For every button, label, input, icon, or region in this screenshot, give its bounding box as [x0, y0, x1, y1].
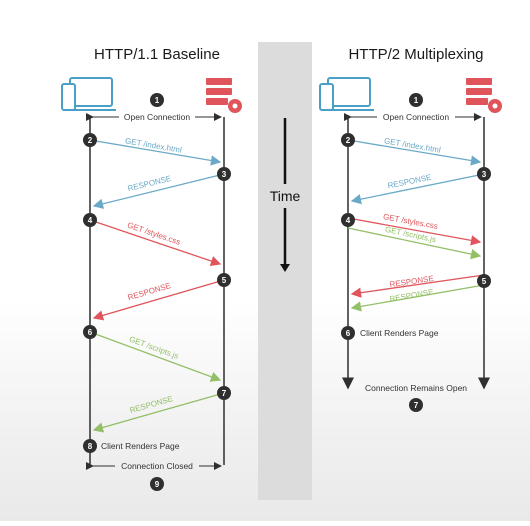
laptop-phone-icon — [61, 77, 116, 111]
left-title: HTTP/1.1 Baseline — [94, 46, 220, 63]
svg-text:2: 2 — [88, 136, 93, 145]
msg-arrow — [92, 279, 225, 321]
msg-arrow — [92, 173, 225, 209]
msg-arrow — [92, 392, 225, 433]
msg-label: RESPONSE — [389, 287, 434, 303]
msg-arrow — [89, 331, 222, 382]
msg-label: RESPONSE — [129, 394, 174, 415]
msg-arrow — [350, 274, 485, 298]
right-panel: HTTP/2 Multiplexing 1 Open Connection GE… — [319, 46, 502, 412]
msg-label: GET /scripts.js — [128, 335, 180, 361]
laptop-phone-icon — [319, 77, 374, 111]
svg-text:8: 8 — [88, 442, 93, 451]
right-title: HTTP/2 Multiplexing — [348, 46, 483, 63]
msg-label: RESPONSE — [127, 281, 172, 302]
open-connection-label: Open Connection — [124, 112, 190, 122]
svg-text:3: 3 — [222, 170, 227, 179]
svg-text:6: 6 — [88, 328, 93, 337]
msg-label: GET /index.html — [124, 136, 182, 154]
svg-text:4: 4 — [88, 216, 93, 225]
msg-arrow — [347, 139, 482, 166]
svg-text:9: 9 — [155, 480, 160, 489]
svg-text:2: 2 — [346, 136, 351, 145]
step-badges: 2 3 4 5 6 7 — [341, 133, 491, 412]
msg-arrow — [347, 227, 482, 260]
open-connection-label: Open Connection — [383, 112, 449, 122]
msg-arrow — [350, 284, 485, 312]
svg-text:5: 5 — [222, 276, 227, 285]
connection-closed-label: Connection Closed — [121, 461, 193, 471]
svg-text:6: 6 — [346, 329, 351, 338]
svg-text:7: 7 — [414, 401, 419, 410]
msg-label: RESPONSE — [387, 173, 432, 191]
svg-text:7: 7 — [222, 389, 227, 398]
time-label: Time — [270, 188, 301, 204]
msg-label: GET /index.html — [383, 136, 441, 154]
msg-arrow — [89, 139, 222, 166]
msg-label: GET /styles.css — [126, 220, 181, 246]
svg-text:4: 4 — [346, 216, 351, 225]
svg-text:5: 5 — [482, 277, 487, 286]
step-badge — [150, 93, 164, 107]
time-arrowhead — [280, 264, 290, 272]
server-gear-icon — [466, 78, 502, 113]
msg-arrow — [347, 217, 482, 246]
svg-text:3: 3 — [482, 170, 487, 179]
client-renders-label: Client Renders Page — [101, 441, 180, 451]
svg-text:1: 1 — [414, 96, 419, 105]
svg-text:1: 1 — [155, 96, 160, 105]
msg-arrow — [350, 173, 485, 205]
step-badges: 2 3 4 5 6 7 8 9 — [83, 133, 231, 491]
step-badge — [409, 93, 423, 107]
connection-remains-open-label: Connection Remains Open — [365, 383, 467, 393]
msg-label: RESPONSE — [127, 174, 172, 193]
left-panel: HTTP/1.1 Baseline 1 Open Connection GET … — [61, 46, 242, 491]
client-renders-label: Client Renders Page — [360, 328, 439, 338]
msg-arrow — [89, 219, 222, 267]
msg-label: RESPONSE — [389, 274, 434, 289]
server-gear-icon — [206, 78, 242, 113]
